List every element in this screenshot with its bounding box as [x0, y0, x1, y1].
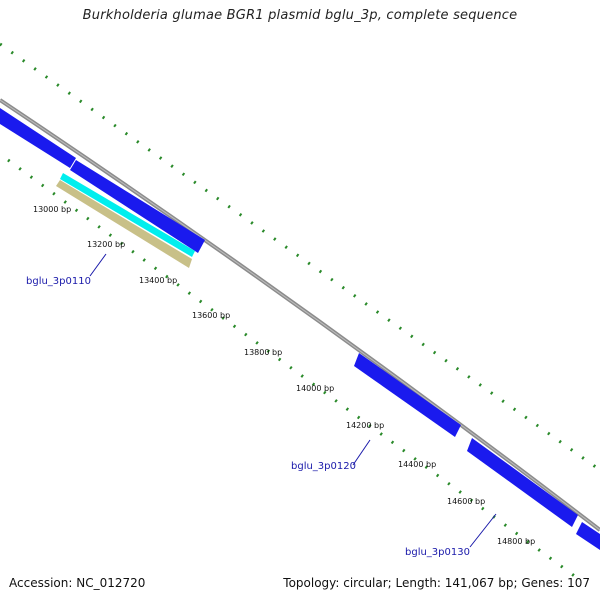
tick-label: 13600 bp	[192, 311, 230, 320]
gene-feature[interactable]	[576, 522, 600, 550]
map-title: Burkholderia glumae BGR1 plasmid bglu_3p…	[82, 8, 518, 23]
outer-tick-ring	[0, 42, 600, 472]
gene-feature[interactable]	[0, 108, 76, 168]
tick-label: 14800 bp	[497, 537, 535, 546]
accession-text: Accession: NC_012720	[9, 576, 146, 590]
gene-label-bglu_3p0130[interactable]: bglu_3p0130	[405, 547, 470, 558]
tick-label: 13200 bp	[87, 240, 125, 249]
cds-feature[interactable]	[60, 173, 195, 257]
gene-label-bglu_3p0120[interactable]: bglu_3p0120	[291, 461, 356, 472]
gene-feature-bglu_3p0120[interactable]	[354, 353, 461, 437]
gene-feature-bglu_3p0130[interactable]	[467, 438, 578, 527]
tick-label: 13000 bp	[33, 205, 71, 214]
tick-label: 14600 bp	[447, 497, 485, 506]
tick-label: 14400 bp	[398, 460, 436, 469]
tick-label: 14200 bp	[346, 421, 384, 430]
gene-label-bglu_3p0110[interactable]: bglu_3p0110	[26, 276, 91, 287]
topology-text: Topology: circular; Length: 141,067 bp; …	[283, 576, 590, 590]
tick-label: 13800 bp	[244, 348, 282, 357]
rna-feature[interactable]	[56, 180, 192, 268]
tick-label: 13400 bp	[139, 276, 177, 285]
gene-feature[interactable]	[70, 160, 205, 253]
tick-label: 14000 bp	[296, 384, 334, 393]
tick-labels: 13000 bp 13200 bp 13400 bp 13600 bp 1380…	[33, 205, 535, 546]
gene-features	[0, 108, 600, 550]
gene-labels: bglu_3p0110 bglu_3p0120 bglu_3p0130	[26, 253, 497, 558]
